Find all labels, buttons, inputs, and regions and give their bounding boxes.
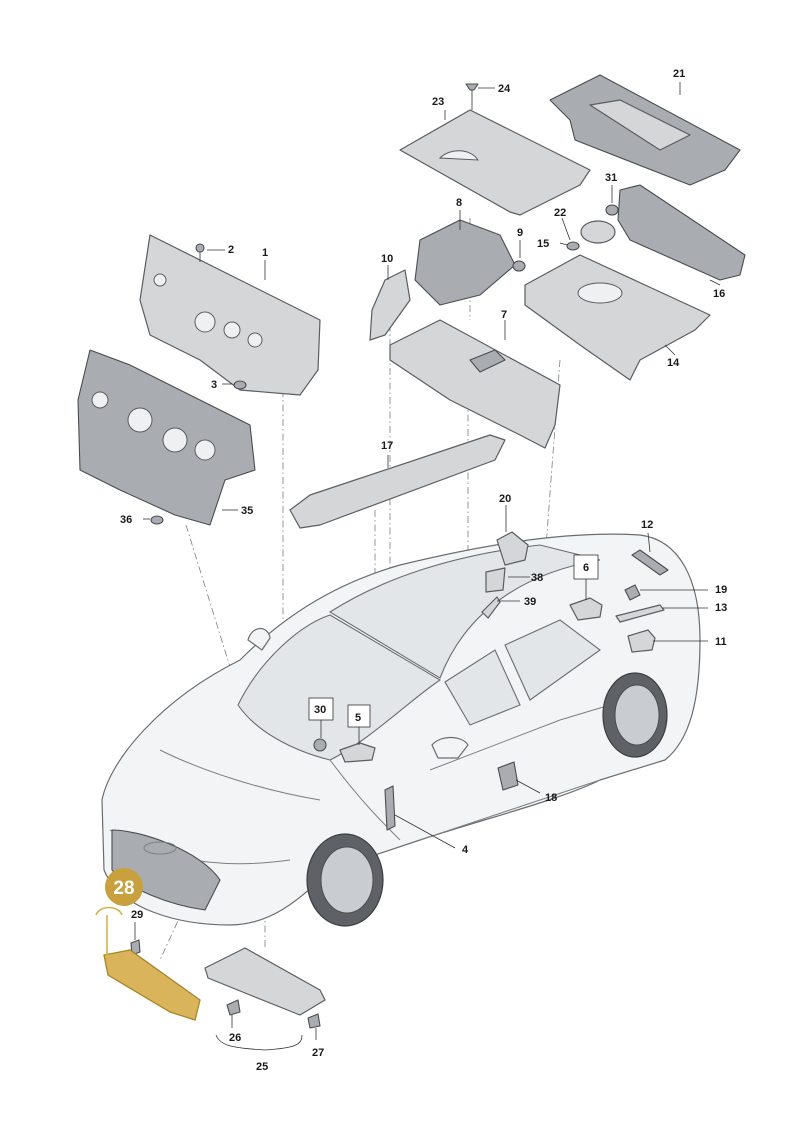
part-12-strip bbox=[631, 549, 669, 576]
leader-lines bbox=[134, 82, 721, 1051]
part-7-floor-insulation bbox=[389, 319, 561, 449]
callout-30[interactable]: 30 bbox=[314, 704, 326, 716]
callout-21[interactable]: 21 bbox=[673, 68, 685, 80]
callout-16[interactable]: 16 bbox=[713, 288, 725, 300]
part-15-grommet bbox=[566, 241, 580, 251]
parts bbox=[77, 74, 746, 1029]
highlight-badge[interactable] bbox=[105, 868, 143, 906]
part-26-clip bbox=[226, 999, 241, 1016]
part-2-screw bbox=[195, 243, 205, 253]
part-14-trunk-floor bbox=[524, 254, 711, 381]
part-31-grommet bbox=[605, 204, 619, 216]
part-6-frame bbox=[573, 554, 599, 580]
part-19-clip bbox=[624, 584, 641, 601]
part-6-pad bbox=[569, 597, 603, 621]
callout-9[interactable]: 9 bbox=[517, 227, 523, 239]
part-39-wedge bbox=[481, 596, 501, 619]
callout-20[interactable]: 20 bbox=[499, 493, 511, 505]
callout-38[interactable]: 38 bbox=[531, 572, 543, 584]
part-13-strip bbox=[615, 604, 665, 623]
callout-10[interactable]: 10 bbox=[381, 253, 393, 265]
callout-25[interactable]: 25 bbox=[256, 1061, 268, 1073]
part-11-block bbox=[627, 629, 656, 653]
part-4-strip bbox=[384, 785, 396, 831]
highlight-label: 28 bbox=[113, 878, 134, 899]
side-mirror bbox=[431, 736, 469, 759]
callout-23[interactable]: 23 bbox=[432, 96, 444, 108]
part-28-highlighted[interactable] bbox=[103, 949, 201, 1021]
callout-6[interactable]: 6 bbox=[583, 562, 589, 574]
part-23-trunk-mat bbox=[399, 109, 591, 216]
part-30-plug bbox=[313, 738, 327, 752]
callouts: 1 2 3 4 5 6 7 8 9 10 11 12 13 14 15 16 1… bbox=[120, 68, 727, 1073]
rear-mirror-top bbox=[247, 627, 271, 651]
callout-12[interactable]: 12 bbox=[641, 519, 653, 531]
part-5-pad bbox=[339, 742, 376, 763]
part-20-wedge bbox=[496, 531, 529, 566]
callout-24[interactable]: 24 bbox=[498, 83, 511, 95]
callout-15[interactable]: 15 bbox=[537, 238, 549, 250]
callout-7[interactable]: 7 bbox=[501, 309, 507, 321]
part-27-clip bbox=[307, 1013, 321, 1029]
part-16-side-panel bbox=[617, 184, 746, 281]
rear-window bbox=[328, 544, 601, 679]
part-36-grommet bbox=[150, 515, 164, 525]
callout-26[interactable]: 26 bbox=[229, 1032, 241, 1044]
part-38-pad bbox=[485, 567, 506, 593]
part-25-underbody-shield bbox=[204, 947, 326, 1016]
callout-17[interactable]: 17 bbox=[381, 440, 393, 452]
callout-27[interactable]: 27 bbox=[312, 1047, 324, 1059]
callout-29[interactable]: 29 bbox=[131, 909, 143, 921]
callout-2[interactable]: 2 bbox=[228, 244, 234, 256]
part-24-screw bbox=[465, 83, 479, 91]
part-9-grommet bbox=[512, 260, 526, 272]
highlight-28-group[interactable]: 28 bbox=[95, 868, 201, 1021]
windshield bbox=[237, 614, 442, 761]
callout-35[interactable]: 35 bbox=[241, 505, 253, 517]
part-3-grommet bbox=[233, 380, 247, 390]
callout-11[interactable]: 11 bbox=[715, 636, 727, 648]
callout-19[interactable]: 19 bbox=[715, 584, 727, 596]
callout-39[interactable]: 39 bbox=[524, 596, 536, 608]
part-18-block bbox=[497, 761, 519, 791]
callout-1[interactable]: 1 bbox=[262, 247, 268, 259]
part-17-strip bbox=[289, 434, 506, 529]
callout-5[interactable]: 5 bbox=[355, 712, 361, 724]
callout-3[interactable]: 3 bbox=[211, 379, 217, 391]
callout-18[interactable]: 18 bbox=[545, 792, 557, 804]
callout-31[interactable]: 31 bbox=[605, 172, 617, 184]
callout-22[interactable]: 22 bbox=[554, 207, 566, 219]
callout-14[interactable]: 14 bbox=[667, 357, 680, 369]
side-window-front bbox=[444, 649, 521, 726]
part-1-bulkhead-upper bbox=[139, 234, 321, 396]
part-10-bracket bbox=[369, 269, 411, 341]
callout-36[interactable]: 36 bbox=[120, 514, 132, 526]
side-window-rear bbox=[504, 619, 601, 701]
part-22-disc bbox=[580, 220, 616, 244]
callout-8[interactable]: 8 bbox=[456, 197, 462, 209]
car-body bbox=[101, 533, 701, 927]
part-8-insulation-block bbox=[414, 219, 516, 306]
callout-4[interactable]: 4 bbox=[462, 844, 469, 856]
callout-13[interactable]: 13 bbox=[715, 602, 727, 614]
